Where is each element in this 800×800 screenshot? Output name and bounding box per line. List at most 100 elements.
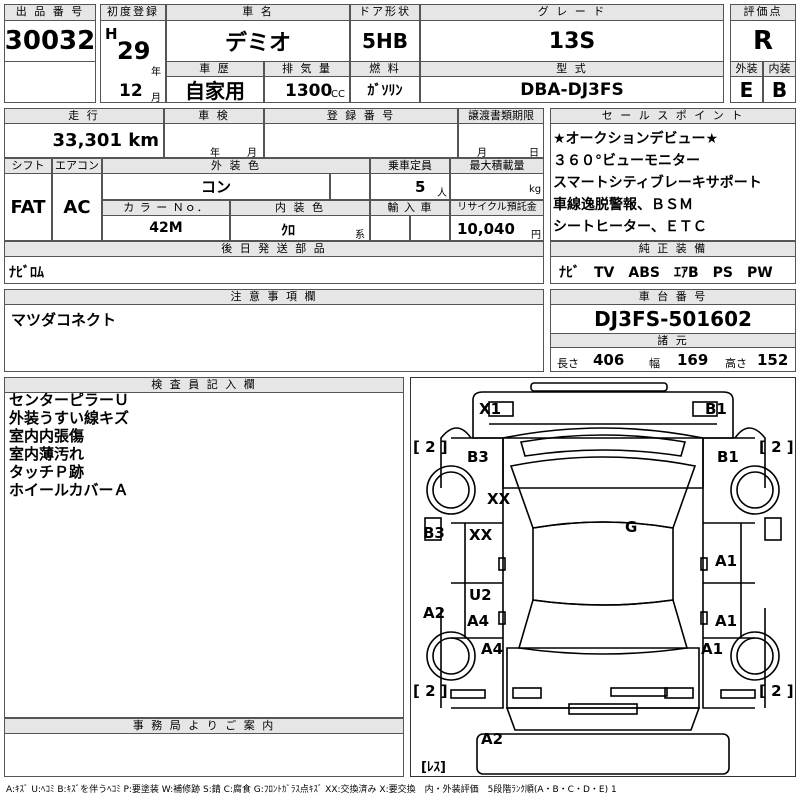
sales-point: ３６０°ビューモニター [553, 153, 700, 169]
transfer-day-unit: 日 [529, 148, 539, 158]
mileage: 33,301 [52, 130, 122, 151]
damage-label: XX [487, 490, 511, 508]
notes-box: マツダコネクト [4, 304, 544, 372]
reg-month: 12 [119, 81, 143, 101]
equipment-box: ﾅﾋﾞ TV ABS ｴｱB PS PW [550, 256, 796, 284]
spare-bracket: [ﾚｽ] [421, 760, 446, 775]
ac-label: エアコン [52, 158, 102, 174]
displacement-label: 排 気 量 [264, 61, 350, 77]
lot-label: 出 品 番 号 [4, 4, 96, 21]
width-label: 幅 [649, 357, 660, 370]
era: H [105, 25, 118, 43]
int-color: ｸﾛ [281, 223, 295, 239]
inspector-note: ホイールカバーＡ [9, 481, 129, 499]
damage-label: A4 [467, 612, 490, 630]
fuel: ｶﾞｿﾘﾝ [350, 76, 420, 103]
recycle-label: リサイクル預託金 [450, 200, 544, 216]
capacity-box: 5 人 [370, 173, 450, 200]
dims-box: 長さ 406 幅 169 高さ 152 [550, 347, 796, 372]
dims-label: 諸 元 [550, 333, 796, 348]
damage-label: A1 [701, 640, 724, 658]
inspector-list: センターピラーＵ 外装うすい線キズ 室内内張傷 室内薄汚れ タッチＰ跡 ホイール… [9, 392, 130, 499]
cc-unit: CC [331, 89, 345, 100]
lot-blank [4, 61, 96, 103]
ext-color: コン [102, 173, 330, 200]
damage-label: U2 [469, 586, 492, 604]
month-unit: 月 [151, 93, 161, 103]
color-no-label: カ ラ ー Ｎｏ． [102, 200, 230, 216]
capacity-unit: 人 [437, 188, 447, 199]
inspector-note: センターピラーＵ [9, 392, 130, 409]
office-box [4, 733, 404, 777]
inspector-note: 室内薄汚れ [9, 445, 85, 463]
int-grade: B [763, 76, 796, 103]
history-label: 車 歴 [166, 61, 264, 77]
later-parts-box: ﾅﾋﾞﾛﾑ [4, 256, 544, 284]
ac: AC [52, 173, 102, 241]
shift-label: シフト [4, 158, 52, 174]
grade: 13S [420, 20, 724, 62]
width: 169 [677, 351, 709, 369]
later-parts-label: 後 日 発 送 部 品 [4, 241, 544, 257]
int-color-box: ｸﾛ 系 [230, 215, 370, 241]
model-label: 型 式 [420, 61, 724, 77]
later-parts: ﾅﾋﾞﾛﾑ [9, 265, 44, 281]
first-reg-label: 初度登録 [100, 4, 166, 21]
damage-label: B3 [467, 448, 489, 466]
damage-label: A4 [481, 640, 504, 658]
inspector-note: 室内内張傷 [9, 427, 85, 445]
damage-label: A1 [715, 612, 738, 630]
transfer-box: 月 日 [458, 123, 544, 158]
damage-label: B1 [705, 400, 727, 418]
capacity-label: 乗車定員 [370, 158, 450, 174]
transfer-month-unit: 月 [477, 148, 487, 158]
legend: A:ｷｽﾞ U:ﾍｺﾐ B:ｷｽﾞを伴うﾍｺﾐ P:要塗装 W:補修跡 S:錆 … [6, 785, 617, 795]
door-label: ドア形状 [350, 4, 420, 21]
car-name: デミオ [166, 20, 350, 62]
inspector-label: 検 査 員 記 入 欄 [4, 377, 404, 393]
ext-color-label: 外 装 色 [102, 158, 370, 174]
recycle-box: 10,040 円 [450, 215, 544, 241]
equipment: ﾅﾋﾞ TV ABS ｴｱB PS PW [559, 265, 773, 281]
mileage-label: 走 行 [4, 108, 164, 124]
damage-label: A2 [481, 730, 504, 748]
damage-label: XX [469, 526, 493, 544]
color-no: 42M [102, 215, 230, 241]
inspector-note: タッチＰ跡 [9, 463, 85, 481]
displacement: 1300 [285, 81, 333, 101]
sales-point: ★オークションデビュー★ [553, 131, 719, 147]
sales-point: 車線逸脱警報、ＢＳＭ [553, 197, 693, 213]
int-grade-label: 内装 [763, 61, 796, 77]
chassis-label: 車 台 番 号 [550, 289, 796, 305]
wheel-bracket: [ 2 ] [413, 438, 448, 456]
int-color-unit: 系 [355, 230, 365, 241]
max-load-label: 最大積載量 [450, 158, 544, 174]
sales-points-label: セ ー ル ス ポ イ ン ト [550, 108, 796, 124]
height-label: 高さ [725, 357, 747, 370]
reg-year: 29 [117, 37, 151, 65]
damage-label: A2 [423, 604, 446, 622]
length-label: 長さ [557, 357, 579, 370]
max-load-box: kg [450, 173, 544, 200]
damage-label: A1 [715, 552, 738, 570]
reg-no-box [264, 123, 458, 158]
int-color-label: 内 装 色 [230, 200, 370, 216]
notes-label: 注 意 事 項 欄 [4, 289, 544, 305]
car-outline-icon [424, 382, 782, 775]
fuel-label: 燃 料 [350, 61, 420, 77]
wheel-bracket: [ 2 ] [759, 438, 794, 456]
office-label: 事 務 局 よ り ご 案 内 [4, 718, 404, 734]
wheel-bracket: [ 2 ] [413, 682, 448, 700]
import-box-1 [370, 215, 410, 241]
notes: マツダコネクト [11, 311, 117, 329]
door-type: 5HB [350, 20, 420, 62]
inspector-note: 外装うすい線キズ [9, 409, 130, 427]
ext-grade: E [730, 76, 763, 103]
reg-no-label: 登 録 番 号 [264, 108, 458, 124]
kg-unit: kg [529, 184, 542, 195]
inspector-box: センターピラーＵ 外装うすい線キズ 室内内張傷 室内薄汚れ タッチＰ跡 ホイール… [4, 392, 404, 718]
equipment-label: 純 正 装 備 [550, 241, 796, 257]
height: 152 [757, 351, 789, 369]
shift: FAT [4, 173, 52, 241]
displacement-box: 1300 CC [264, 76, 350, 103]
